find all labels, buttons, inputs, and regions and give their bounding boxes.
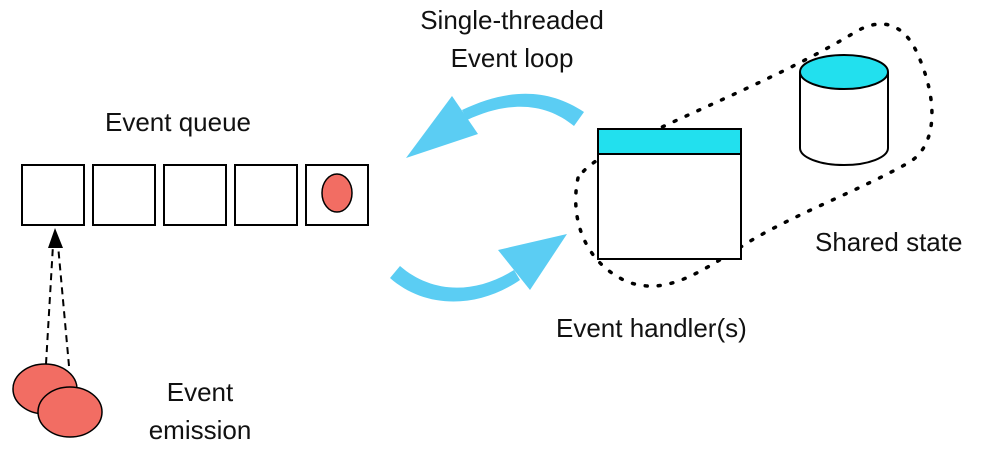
shared-state-label: Shared state	[815, 227, 963, 257]
shared-state-cylinder-icon	[799, 54, 889, 166]
emission-arrow	[45, 228, 70, 367]
emitted-event-icon	[37, 386, 103, 438]
event-handlers-label: Event handler(s)	[556, 313, 747, 343]
event-loop-label-line1: Single-threaded	[420, 5, 604, 35]
emitted-events	[12, 363, 103, 438]
event-emission-label-line1: Event	[166, 377, 234, 407]
event-queue	[21, 164, 369, 226]
queued-event-icon	[321, 173, 353, 213]
loop-arrow-bottom-icon	[390, 234, 567, 302]
loop-arrow-top-icon	[406, 93, 584, 158]
queue-slot-4	[234, 164, 298, 226]
queue-slot-3	[163, 164, 227, 226]
queue-slot-2	[92, 164, 156, 226]
event-loop-label-line2: Event loop	[450, 43, 574, 73]
event-queue-label: Event queue	[105, 107, 252, 137]
queue-slot-1	[21, 164, 85, 226]
event-handler-window-icon	[597, 128, 742, 260]
event-emission-label-line2: emission	[148, 415, 252, 445]
